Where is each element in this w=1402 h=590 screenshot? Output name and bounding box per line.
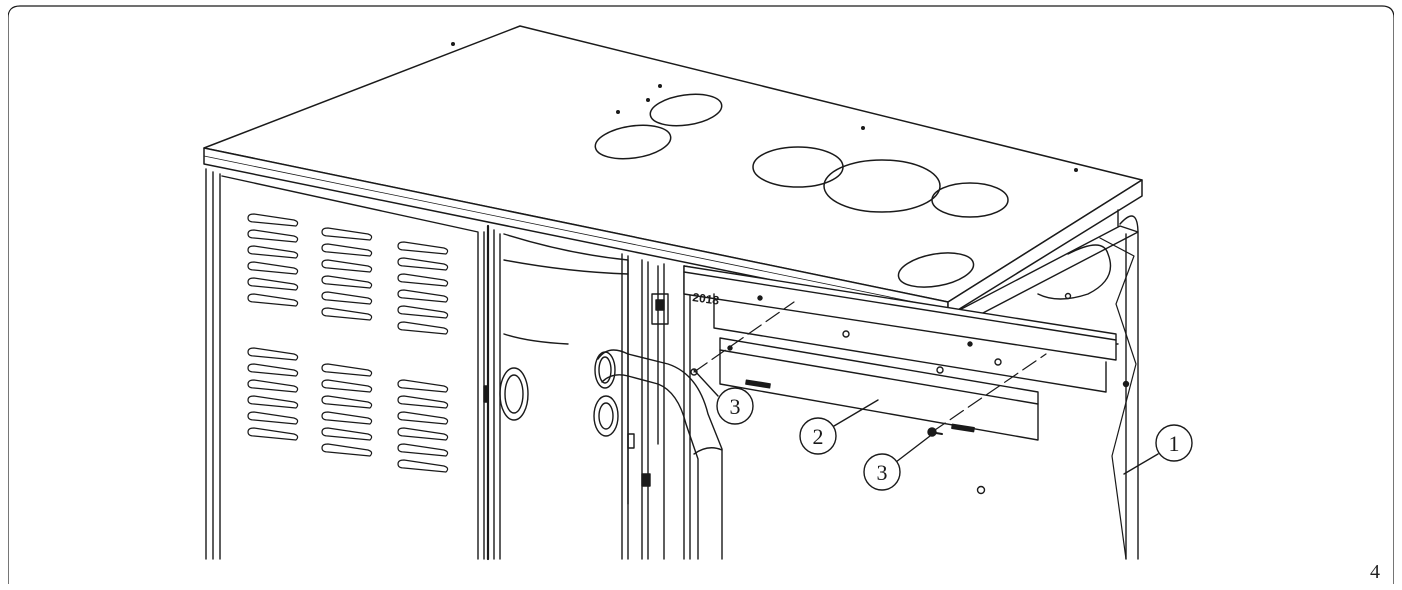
lid-opening [931, 182, 1009, 218]
top-cover [203, 25, 1143, 317]
callout-3b-label: 3 [877, 460, 888, 485]
callout-1: 1 [1123, 424, 1193, 475]
rear-bracket [683, 265, 1117, 393]
side-panel [1037, 215, 1139, 560]
callout-3b: 3 [863, 435, 931, 491]
lid-opening [649, 93, 723, 127]
figure-frame: 2018 3 2 3 1 [8, 4, 1394, 584]
technical-drawing: 2018 3 2 3 1 [8, 5, 1394, 584]
callout-2: 2 [799, 399, 879, 455]
callout-1-label: 1 [1169, 431, 1180, 456]
lid-opening [594, 124, 672, 160]
callout-3a: 3 [693, 369, 754, 425]
flue-pipe [597, 349, 723, 560]
assembly-lines [693, 301, 1047, 433]
lid-opening [897, 252, 975, 288]
figure-border [8, 5, 1394, 584]
page-number: 4 [1370, 561, 1380, 583]
callout-3a-label: 3 [730, 394, 741, 419]
bracket-marking: 2018 [692, 290, 721, 308]
vent-louvers [247, 213, 449, 473]
lid-opening [823, 159, 941, 213]
lid-holes [451, 42, 1078, 172]
lid-support-bracket [947, 209, 1139, 327]
callout-2-label: 2 [813, 424, 824, 449]
